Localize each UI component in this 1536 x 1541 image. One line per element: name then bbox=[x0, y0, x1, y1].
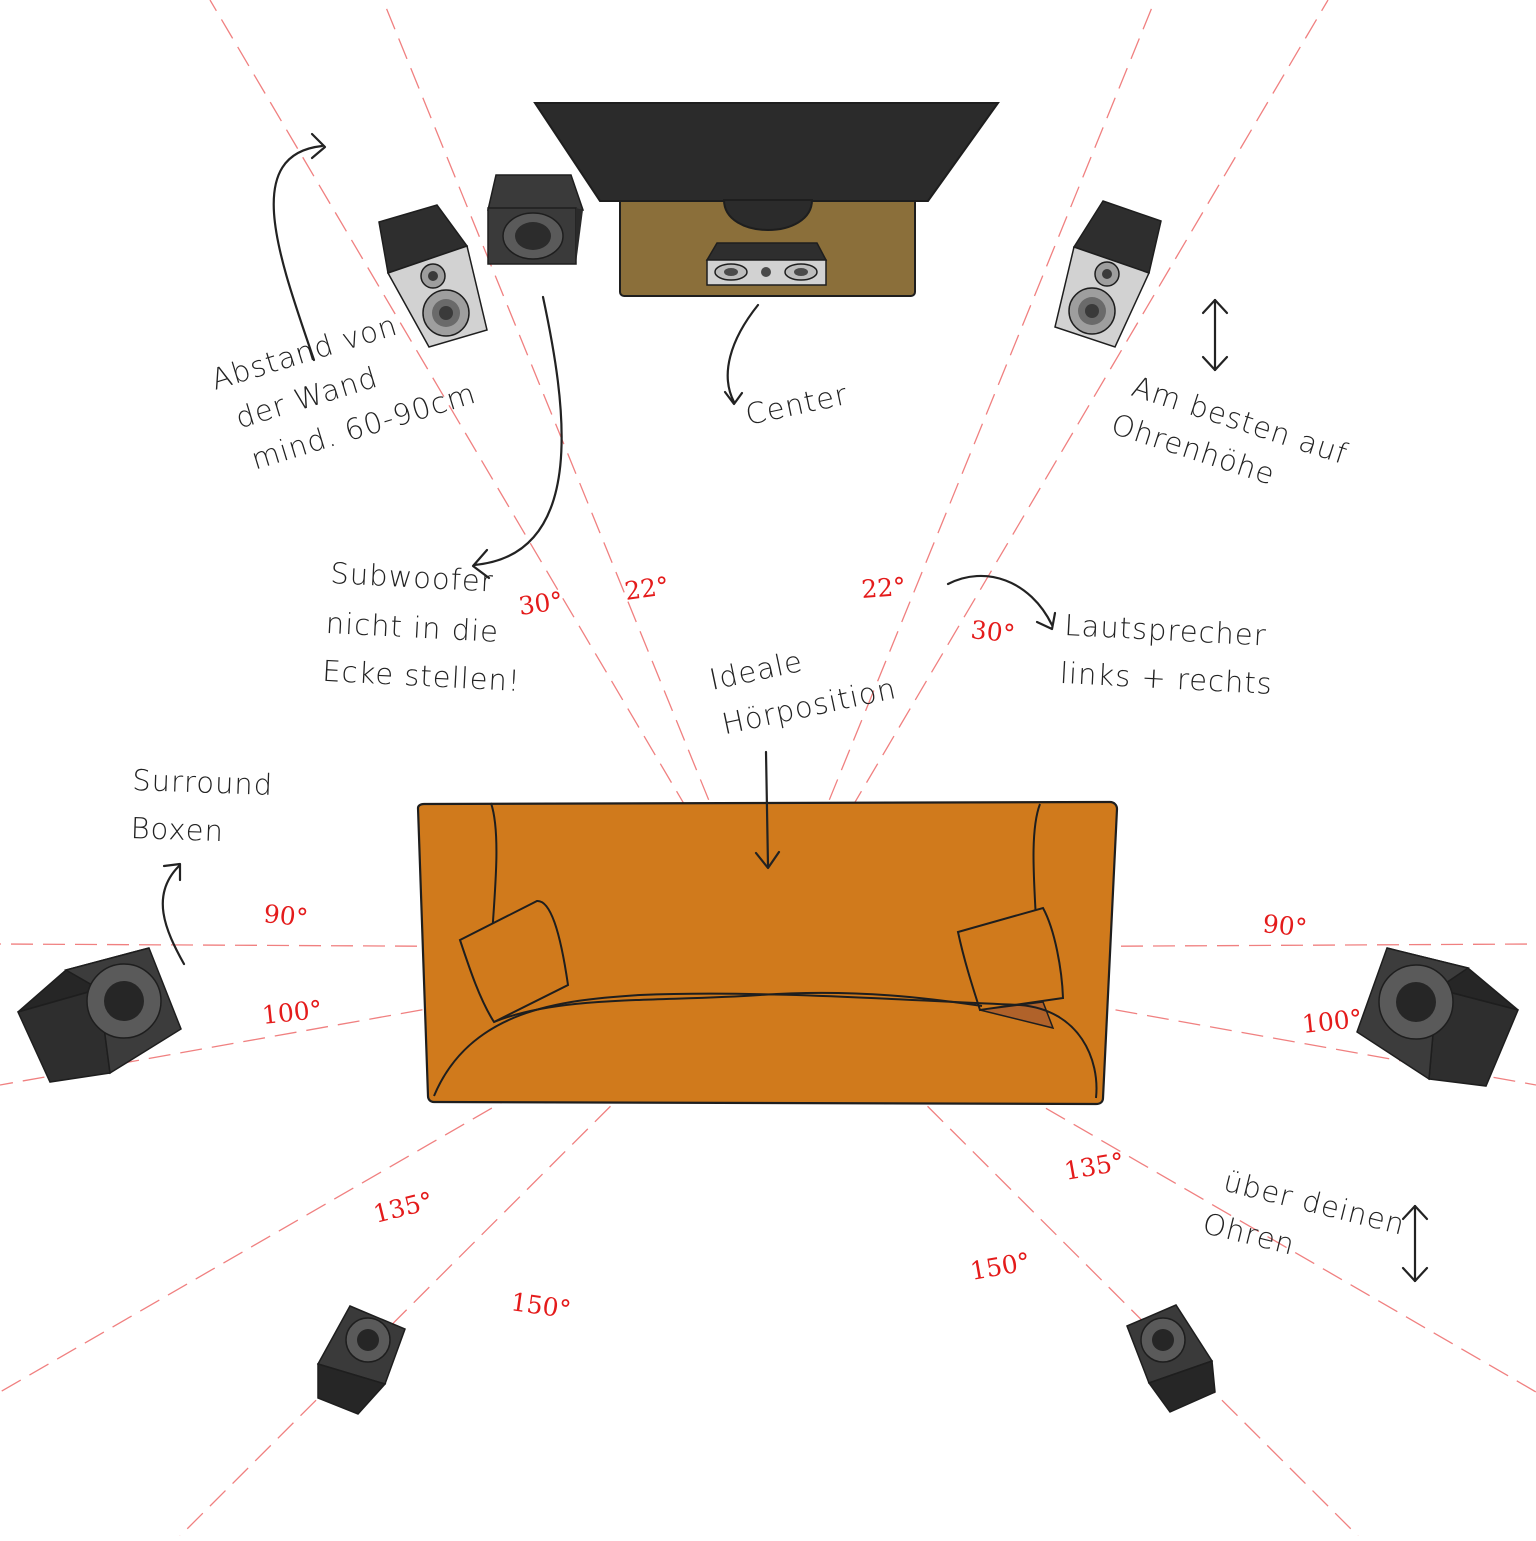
angle-22-right: 22° bbox=[860, 572, 906, 604]
front-speakers-line-1: Lautsprecher bbox=[1064, 608, 1268, 653]
wall-distance-arrowhead bbox=[310, 132, 327, 160]
listening-position-arrowhead bbox=[754, 850, 781, 870]
above-ears-note: über deinen Ohren bbox=[1199, 1164, 1408, 1262]
front-speakers-line-2: links + rechts bbox=[1059, 656, 1274, 701]
center-speaker bbox=[705, 242, 828, 286]
angle-150-right: 150° bbox=[968, 1247, 1032, 1286]
surround-arrowhead bbox=[162, 862, 182, 882]
subwoofer-arrowhead bbox=[471, 548, 491, 580]
surround-line-2: Boxen bbox=[130, 811, 224, 848]
subwoofer-arrow bbox=[472, 295, 563, 567]
angle-90-left: 90° bbox=[262, 899, 309, 932]
center-label: Center bbox=[742, 377, 850, 432]
center-note: Center bbox=[742, 377, 850, 432]
surround-line-1: Surround bbox=[132, 763, 274, 802]
angle-100-right: 100° bbox=[1301, 1004, 1364, 1039]
angle-90-right: 90° bbox=[1261, 909, 1308, 942]
annotation-arrows bbox=[161, 132, 1429, 1283]
surround-left-rear bbox=[316, 1305, 406, 1415]
angle-30-left: 30° bbox=[517, 586, 565, 621]
angle-135-right: 135° bbox=[1062, 1147, 1126, 1186]
tv bbox=[533, 102, 1000, 231]
angle-150-left: 150° bbox=[509, 1287, 573, 1324]
surround-left-front bbox=[16, 947, 182, 1083]
subwoofer-line-1: Subwoofer bbox=[330, 556, 495, 599]
subwoofer bbox=[487, 174, 585, 265]
double-arrow-icon bbox=[1401, 1204, 1429, 1283]
subwoofer-line-2: nicht in die bbox=[325, 606, 500, 649]
listening-position-note: Ideale Hörposition bbox=[706, 644, 899, 741]
surround-note: Surround Boxen bbox=[130, 763, 274, 848]
front-speakers-arrowhead bbox=[1035, 611, 1057, 631]
double-arrow-icon bbox=[1201, 298, 1229, 372]
guide-22-left bbox=[382, 0, 770, 949]
center-arrowhead bbox=[723, 390, 744, 406]
angle-30-right: 30° bbox=[969, 615, 1016, 648]
subwoofer-note: Subwoofer nicht in die Ecke stellen! bbox=[322, 556, 522, 698]
guide-30-right bbox=[768, 0, 1329, 949]
center-arrow bbox=[726, 303, 760, 404]
angle-100-left: 100° bbox=[261, 995, 324, 1030]
guide-30-left bbox=[209, 0, 770, 949]
guide-22-right bbox=[768, 0, 1156, 949]
front-left-speaker bbox=[378, 204, 488, 348]
front-speakers-arrow bbox=[946, 574, 1054, 627]
listening-position-line-1: Ideale bbox=[706, 644, 805, 697]
angle-22-left: 22° bbox=[623, 571, 671, 606]
listening-position-arrow bbox=[764, 750, 770, 868]
subwoofer-line-3: Ecke stellen! bbox=[322, 654, 522, 698]
ear-height-note: Am besten auf Ohrenhöhe bbox=[1107, 369, 1352, 491]
surround-right-rear bbox=[1126, 1304, 1216, 1413]
surround-right-front bbox=[1356, 947, 1520, 1087]
wall-distance-arrow bbox=[272, 144, 324, 362]
front-right-speaker bbox=[1054, 200, 1162, 348]
front-speakers-note: Lautsprecher links + rechts bbox=[1059, 608, 1274, 701]
above-ears-line-2: Ohren bbox=[1199, 1206, 1298, 1262]
surround-arrow bbox=[161, 864, 186, 966]
angle-135-left: 135° bbox=[370, 1186, 435, 1229]
sofa bbox=[416, 800, 1119, 1106]
